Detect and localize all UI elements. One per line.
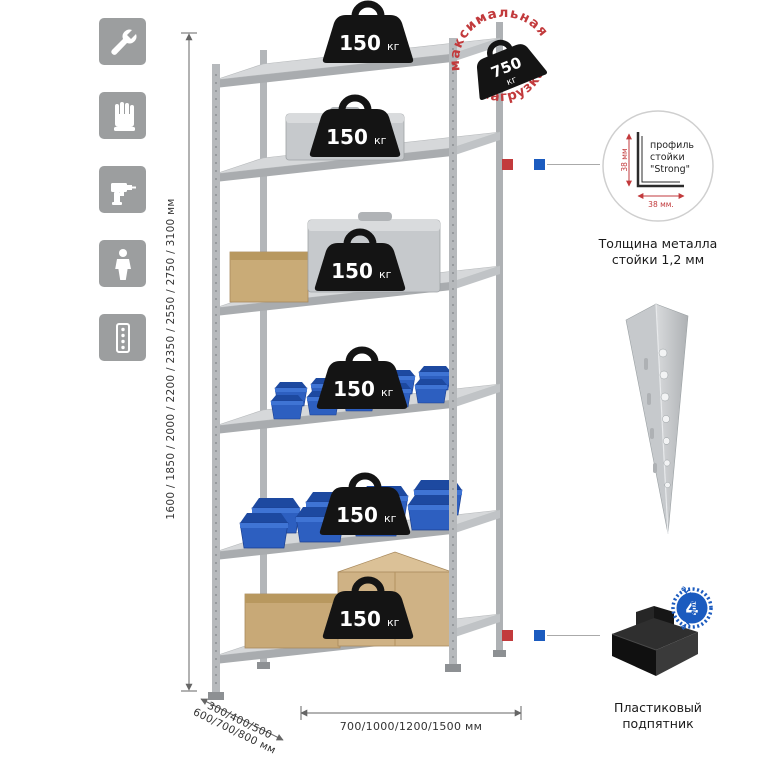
weight-badge: 150 кг xyxy=(309,98,401,157)
stamp-weight-badge: 750 кг xyxy=(466,30,548,101)
foot-callout-markers xyxy=(502,630,600,641)
weight-badge: 150 кг xyxy=(319,476,411,535)
svg-text:кг: кг xyxy=(387,40,400,53)
glove-icon xyxy=(113,101,135,131)
profile-caption: Толщина металла стойки 1,2 мм xyxy=(578,236,738,269)
width-dimension-label: 700/1000/1200/1500 мм xyxy=(339,720,483,733)
profile-label-line3: "Strong" xyxy=(650,164,690,175)
weight-badge: 150 кг xyxy=(322,580,414,639)
angle-profile-sketch xyxy=(636,132,684,188)
svg-text:кг: кг xyxy=(505,75,518,88)
weight-badge: 150 кг xyxy=(314,232,406,291)
profile-label-line2: стойки xyxy=(650,152,685,163)
profile-dim-horizontal: 38 мм. xyxy=(648,200,674,209)
profile-callout-markers xyxy=(502,159,600,170)
profile-detail-circle: 38 мм 38 мм. профиль стойки "Strong" xyxy=(602,110,714,222)
profile-caption-line1: Толщина металла xyxy=(598,236,718,251)
rack-illustration: 150 кг 150 кг 150 кг 150 кг 150 кг 150 к… xyxy=(208,0,506,700)
plastic-foot-image xyxy=(611,606,698,676)
drill-icon xyxy=(110,182,136,205)
svg-text:кг: кг xyxy=(384,512,397,525)
svg-text:150: 150 xyxy=(339,607,381,631)
rack-front-posts xyxy=(208,38,506,700)
weight-badge: 150 кг xyxy=(322,4,414,63)
svg-text:кг: кг xyxy=(381,386,394,399)
svg-text:150: 150 xyxy=(333,377,375,401)
included-count-badge: 4 в комплекте xyxy=(671,584,713,632)
height-dimension-label: 1600 / 1850 / 2000 / 2200 / 2350 / 2550 … xyxy=(165,198,177,520)
profile-dim-vertical: 38 мм xyxy=(620,148,629,171)
svg-text:кг: кг xyxy=(387,616,400,629)
svg-text:150: 150 xyxy=(336,503,378,527)
profile-caption-line2: стойки 1,2 мм xyxy=(611,252,705,268)
badge-value: 4 xyxy=(685,598,698,620)
svg-text:150: 150 xyxy=(339,31,381,55)
svg-text:150: 150 xyxy=(326,125,368,149)
feature-tile xyxy=(99,92,146,139)
svg-text:кг: кг xyxy=(379,268,392,281)
svg-text:кг: кг xyxy=(374,134,387,147)
feature-tile xyxy=(99,240,146,287)
person-height-icon xyxy=(114,248,131,280)
wrench-icon xyxy=(110,29,136,55)
feature-tile xyxy=(99,18,146,65)
feature-tile xyxy=(99,314,146,361)
rack-back-posts xyxy=(260,22,503,666)
angle-post-image xyxy=(625,303,689,535)
foot-caption-line2: подпятник xyxy=(622,716,694,732)
feature-tile xyxy=(99,166,146,213)
foot-caption: Пластиковый подпятник xyxy=(578,700,738,733)
perforated-post-icon xyxy=(115,322,130,353)
profile-label-line1: профиль xyxy=(650,140,694,151)
foot-caption-line1: Пластиковый xyxy=(614,700,702,715)
max-load-stamp: максимальная нагрузка 750 кг xyxy=(438,0,555,116)
svg-text:150: 150 xyxy=(331,259,373,283)
weight-badge: 150 кг xyxy=(316,350,408,409)
